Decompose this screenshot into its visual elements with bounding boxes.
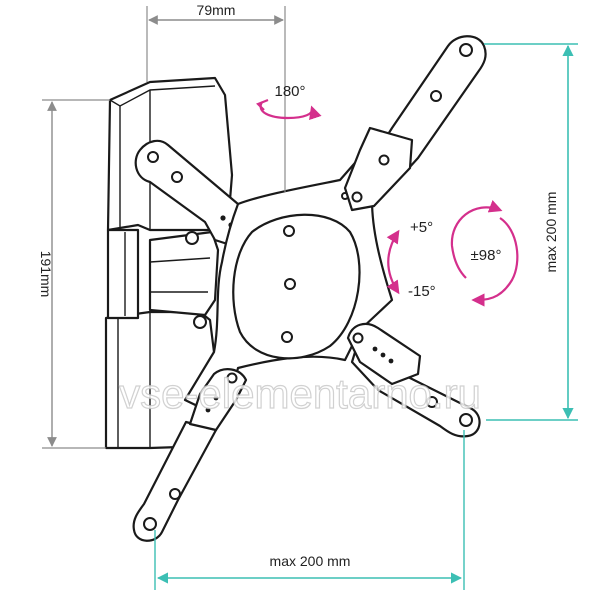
vesa-arm-bottom-left — [132, 368, 248, 542]
swivel-arm — [148, 230, 220, 329]
height-dimension: 191mm — [38, 99, 110, 449]
swivel-indicator: ±98° — [450, 200, 519, 307]
vesa-vertical-dimension: max 200 mm — [484, 43, 578, 421]
tilt-up-label: +5° — [410, 219, 433, 236]
height-label: 191mm — [38, 251, 54, 298]
vesa-vertical-label: max 200 mm — [543, 192, 559, 273]
vesa-arm-bottom-right — [346, 322, 481, 438]
tilt-indicator: +5° -15° — [386, 219, 436, 300]
swivel-label: ±98° — [471, 247, 502, 264]
vesa-cross-plate — [183, 146, 398, 414]
depth-dimension: 79mm — [146, 2, 286, 192]
tilt-down-label: -15° — [408, 283, 436, 300]
rotation-indicator: 180° — [256, 83, 322, 121]
rotation-label: 180° — [274, 83, 305, 100]
mount-drawing — [104, 35, 487, 542]
vesa-arm-top-right — [343, 35, 487, 212]
vesa-horizontal-label: max 200 mm — [270, 553, 351, 569]
depth-label: 79mm — [197, 2, 236, 18]
watermark: vse-elementarno.ru — [119, 370, 481, 417]
vesa-horizontal-dimension: max 200 mm — [154, 430, 465, 590]
